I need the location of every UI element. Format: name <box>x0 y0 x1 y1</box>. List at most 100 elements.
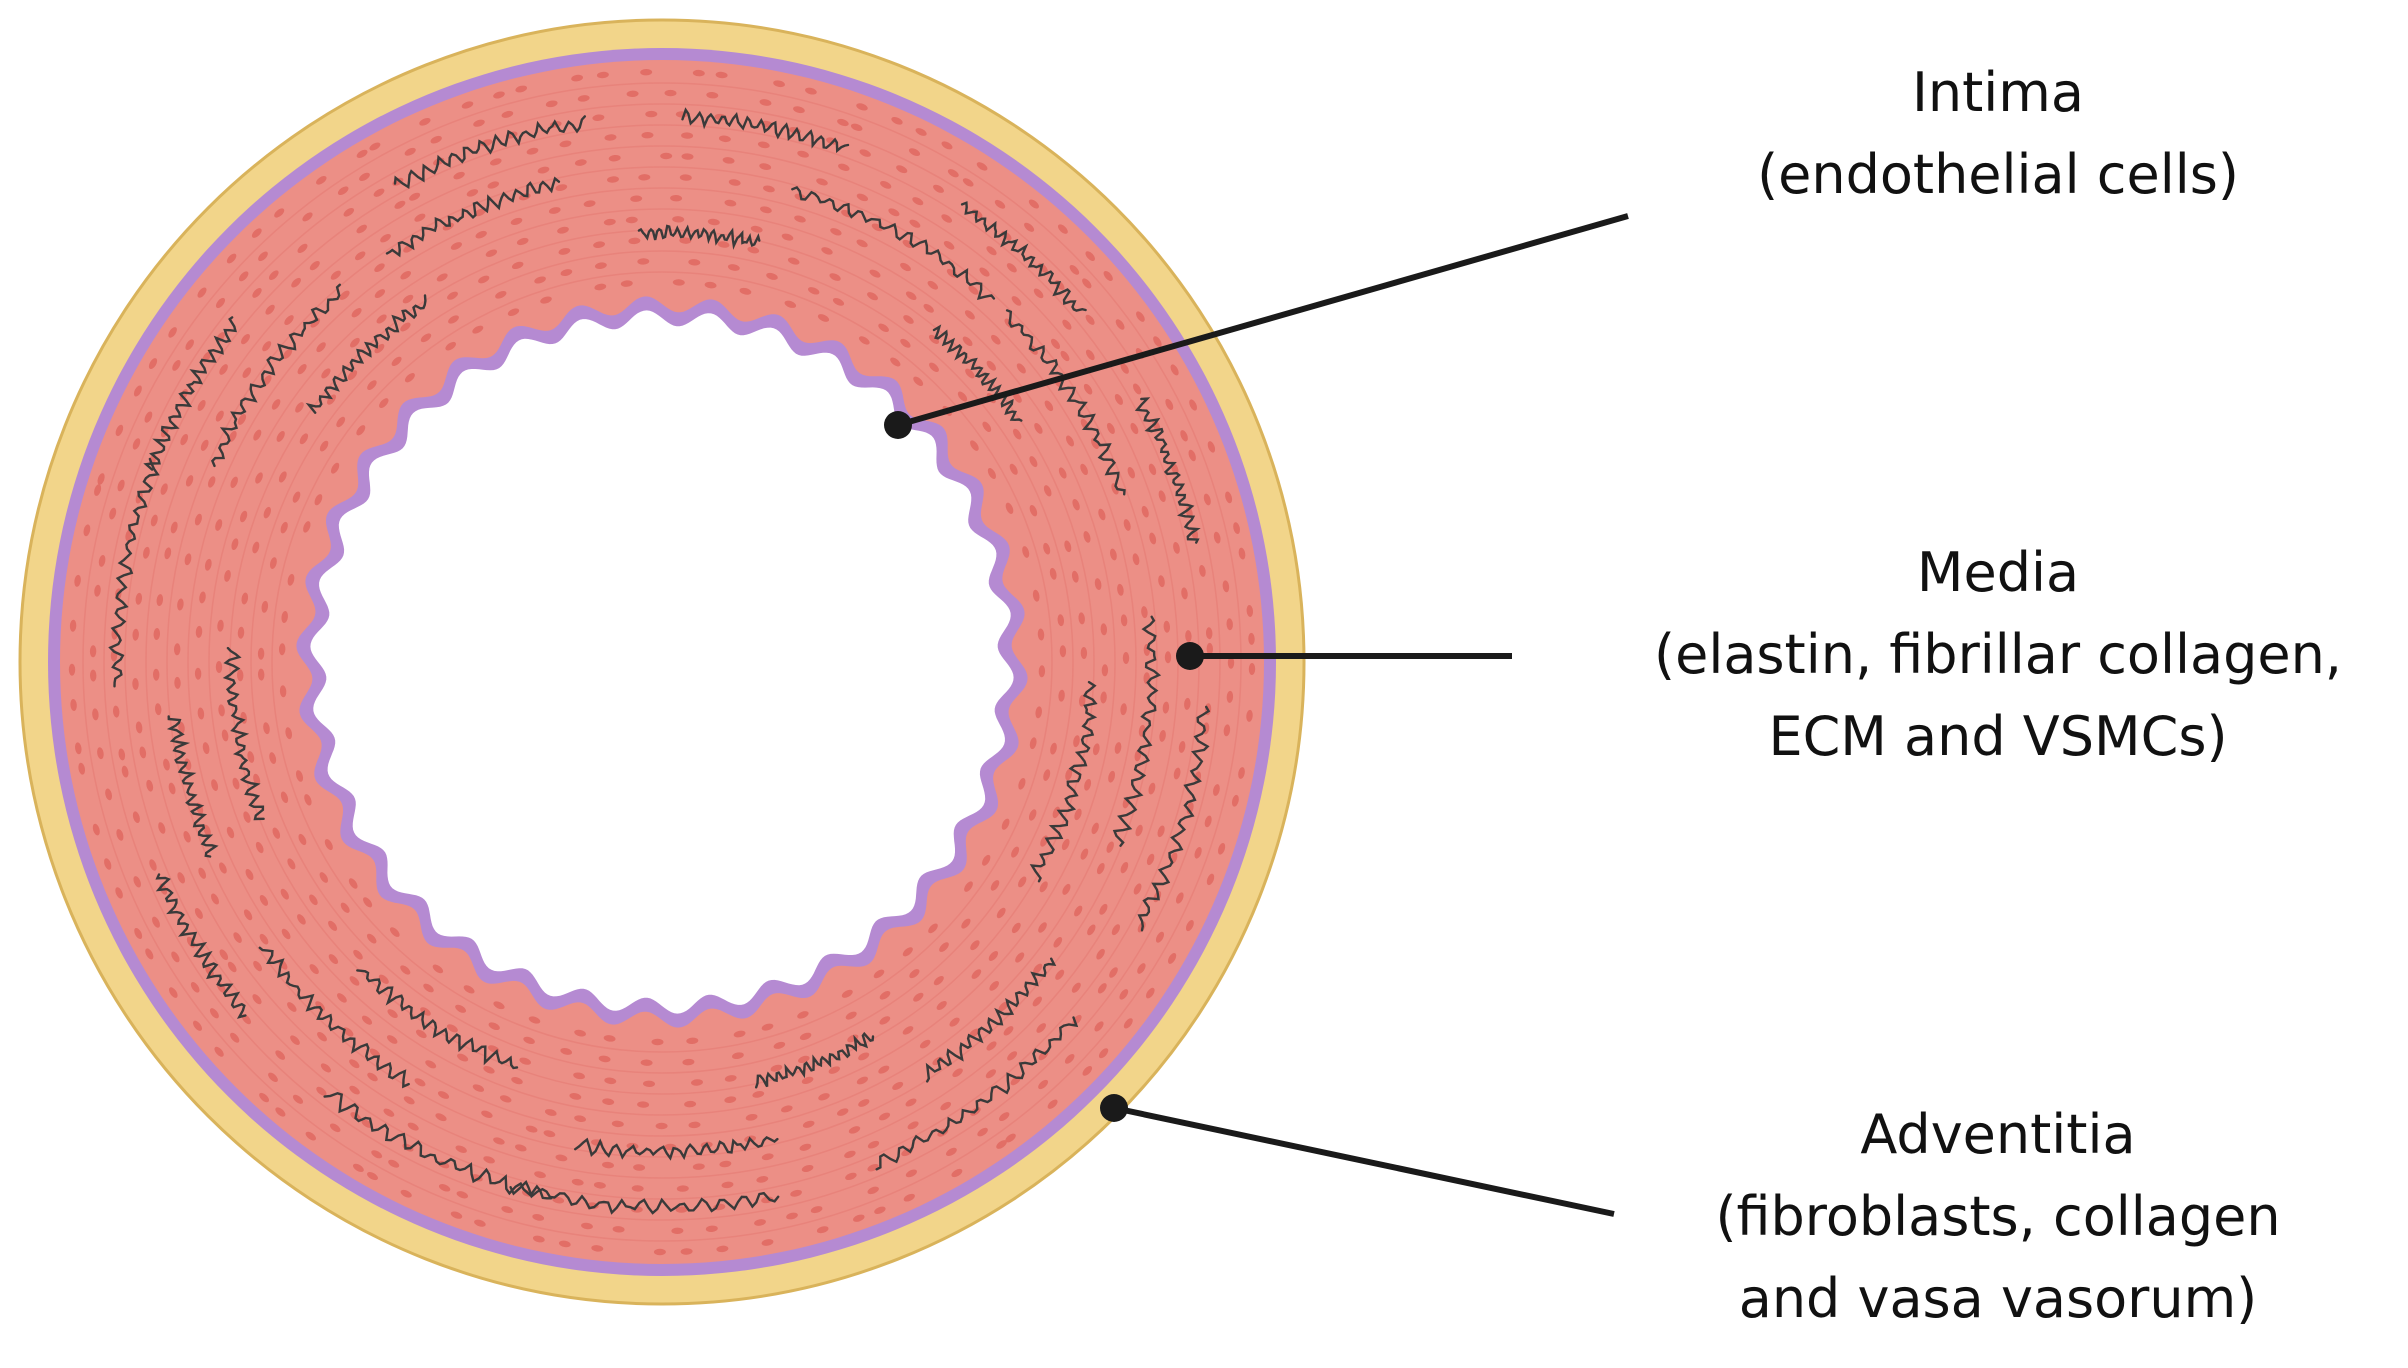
smooth-muscle-cell <box>1181 587 1188 600</box>
smooth-muscle-cell <box>83 524 91 537</box>
smooth-muscle-cell <box>1043 542 1051 555</box>
smooth-muscle-cell <box>347 370 358 381</box>
smooth-muscle-cell <box>402 294 414 304</box>
smooth-muscle-cell <box>185 475 194 487</box>
smooth-muscle-cell <box>243 909 253 921</box>
smooth-muscle-cell <box>923 303 934 313</box>
smooth-muscle-cell <box>810 1206 823 1214</box>
smooth-muscle-cell <box>555 1154 568 1162</box>
smooth-muscle-cell <box>577 95 590 102</box>
smooth-muscle-cell <box>374 263 385 273</box>
smooth-muscle-cell <box>1047 1099 1058 1109</box>
smooth-muscle-cell <box>1115 319 1125 330</box>
smooth-muscle-cell <box>867 1140 880 1149</box>
smooth-muscle-cell <box>1032 996 1042 1007</box>
smooth-muscle-cell <box>761 1023 774 1031</box>
smooth-muscle-cell <box>1053 937 1063 948</box>
smooth-muscle-cell <box>933 184 944 193</box>
smooth-muscle-cell <box>757 141 770 149</box>
smooth-muscle-cell <box>1114 742 1122 754</box>
smooth-muscle-cell <box>227 961 237 973</box>
smooth-muscle-cell <box>148 358 158 370</box>
smooth-muscle-cell <box>908 148 921 157</box>
smooth-muscle-cell <box>349 1085 360 1095</box>
smooth-muscle-cell <box>986 1041 997 1051</box>
smooth-muscle-cell <box>1103 271 1113 281</box>
smooth-muscle-cell <box>268 1072 278 1083</box>
smooth-muscle-cell <box>139 746 147 759</box>
smooth-muscle-cell <box>195 625 203 638</box>
smooth-muscle-cell <box>455 1004 467 1013</box>
smooth-muscle-cell <box>350 337 360 348</box>
smooth-muscle-cell <box>1132 553 1140 566</box>
smooth-muscle-cell <box>1049 567 1057 580</box>
smooth-muscle-cell <box>1094 578 1102 591</box>
smooth-muscle-cell <box>780 1105 793 1113</box>
smooth-muscle-cell <box>591 1245 604 1252</box>
smooth-muscle-cell <box>287 858 296 870</box>
smooth-muscle-cell <box>133 385 142 397</box>
smooth-muscle-cell <box>724 199 737 207</box>
smooth-muscle-cell <box>456 1191 469 1199</box>
smooth-muscle-cell <box>378 974 389 984</box>
smooth-muscle-cell <box>896 165 908 174</box>
smooth-muscle-cell <box>1038 922 1047 933</box>
adventitia-detail-line-2: and vasa vasorum) <box>1738 1267 2258 1330</box>
smooth-muscle-cell <box>1100 691 1107 704</box>
smooth-muscle-cell <box>135 592 143 605</box>
smooth-muscle-cell <box>987 468 996 479</box>
smooth-muscle-cell <box>171 951 180 963</box>
smooth-muscle-cell <box>1206 873 1215 886</box>
smooth-muscle-cell <box>499 1095 512 1103</box>
smooth-muscle-cell <box>928 334 940 344</box>
smooth-muscle-cell <box>747 246 760 254</box>
elastin-fiber <box>1112 615 1162 847</box>
smooth-muscle-cell <box>651 1038 664 1046</box>
smooth-muscle-cell <box>493 1137 505 1145</box>
smooth-muscle-cell <box>329 1123 341 1133</box>
smooth-muscle-cell <box>1015 952 1025 963</box>
smooth-muscle-cell <box>1109 967 1118 978</box>
smooth-muscle-cell <box>858 1052 870 1061</box>
smooth-muscle-cell <box>596 71 609 79</box>
smooth-muscle-cell <box>905 291 917 300</box>
smooth-muscle-cell <box>328 954 339 965</box>
smooth-muscle-cell <box>481 1110 493 1118</box>
smooth-muscle-cell <box>573 1072 586 1080</box>
smooth-muscle-cell <box>903 1193 915 1202</box>
media-title: Media <box>1916 541 2080 604</box>
smooth-muscle-cell <box>818 1093 830 1101</box>
smooth-muscle-cell <box>75 742 82 755</box>
smooth-muscle-cell <box>1043 485 1052 497</box>
smooth-muscle-cell <box>519 1057 531 1065</box>
smooth-muscle-cell <box>337 186 349 195</box>
smooth-muscle-cell <box>316 1086 327 1096</box>
smooth-muscle-cell <box>594 262 607 269</box>
smooth-muscle-cell <box>598 1055 611 1063</box>
smooth-muscle-cell <box>432 964 444 974</box>
smooth-muscle-cell <box>1099 903 1108 915</box>
smooth-muscle-cell <box>1213 531 1221 544</box>
smooth-muscle-cell <box>773 1041 786 1049</box>
smooth-muscle-cell <box>558 247 571 255</box>
smooth-muscle-cell <box>404 373 415 383</box>
smooth-muscle-cell <box>177 872 186 884</box>
elastin-fiber <box>356 969 519 1070</box>
smooth-muscle-cell <box>149 859 157 871</box>
smooth-muscle-cell <box>501 110 514 118</box>
smooth-muscle-cell <box>837 1108 849 1116</box>
smooth-muscle-cell <box>461 101 474 109</box>
smooth-muscle-cell <box>537 166 550 174</box>
smooth-muscle-cell <box>89 669 97 682</box>
elastin-fiber <box>1005 309 1126 496</box>
smooth-muscle-cell <box>867 1186 879 1195</box>
adventitia-leader-line <box>1113 1105 1615 1217</box>
smooth-muscle-cell <box>941 141 953 150</box>
smooth-muscle-cell <box>637 258 650 265</box>
smooth-muscle-cell <box>794 215 806 223</box>
smooth-muscle-cell <box>474 1219 486 1227</box>
smooth-muscle-cell <box>915 128 927 136</box>
smooth-muscle-cell <box>859 149 871 157</box>
media-cell-layer-outline <box>103 103 1221 1221</box>
smooth-muscle-cell <box>490 158 502 166</box>
